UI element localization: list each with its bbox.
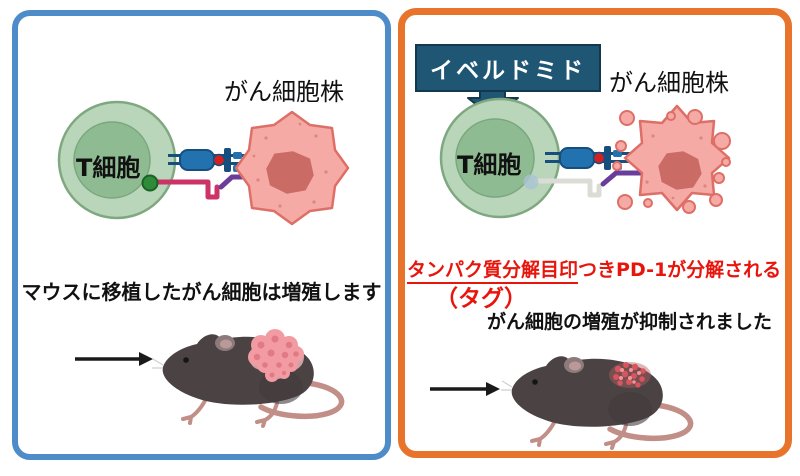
green-dot bbox=[141, 174, 159, 192]
tumor-large bbox=[248, 329, 304, 382]
cancer-cell-fragmented bbox=[612, 104, 731, 214]
panel-untreated: がん細胞株 T細胞 bbox=[12, 10, 391, 460]
t-cell bbox=[57, 100, 177, 220]
cell-interaction-illustration bbox=[439, 86, 731, 219]
pdl1-ligand bbox=[600, 170, 645, 187]
cell-interaction-illustration bbox=[57, 100, 350, 226]
cancer-cell-line-label: がん細胞株 bbox=[224, 78, 344, 106]
cancer-speckles bbox=[645, 134, 707, 200]
mouse-eye bbox=[532, 379, 538, 385]
cancer-speckles bbox=[252, 122, 328, 208]
t-cell-label: T細胞 bbox=[76, 154, 141, 182]
cell-fragments bbox=[612, 109, 731, 214]
right-caption: がん細胞の増殖が抑制されました bbox=[487, 311, 773, 333]
pd1-receptor bbox=[141, 174, 220, 200]
mouse-eye bbox=[183, 357, 189, 363]
t-cell-label: T細胞 bbox=[457, 151, 522, 179]
cancer-cell bbox=[234, 110, 350, 226]
red-caption-rest: つきPD-1が分解される bbox=[578, 259, 782, 281]
tag-label: （タグ） bbox=[435, 286, 527, 312]
mouse-illustration-treated bbox=[430, 356, 694, 450]
pd1-receptor-degraded bbox=[523, 174, 602, 198]
panel-treated: イベルドミド がん細胞株 T細胞 bbox=[398, 8, 792, 458]
mouse bbox=[501, 356, 694, 450]
drug-label-box: イベルドミド bbox=[415, 44, 601, 92]
cancer-cell-line-label: がん細胞株 bbox=[609, 69, 729, 97]
arrow-icon bbox=[75, 352, 153, 366]
drug-label: イベルドミド bbox=[430, 58, 586, 84]
red-caption: タンパク質分解目印つきPD-1が分解される bbox=[407, 255, 782, 284]
faded-dot bbox=[523, 174, 539, 190]
red-caption-underlined: タンパク質分解目印 bbox=[407, 259, 579, 284]
arrow-icon bbox=[430, 382, 500, 396]
tumor-small bbox=[609, 362, 651, 388]
left-caption: マウスに移植したがん細胞は増殖します bbox=[21, 280, 382, 304]
mouse bbox=[152, 329, 345, 428]
mouse-illustration-untreated bbox=[75, 329, 345, 428]
